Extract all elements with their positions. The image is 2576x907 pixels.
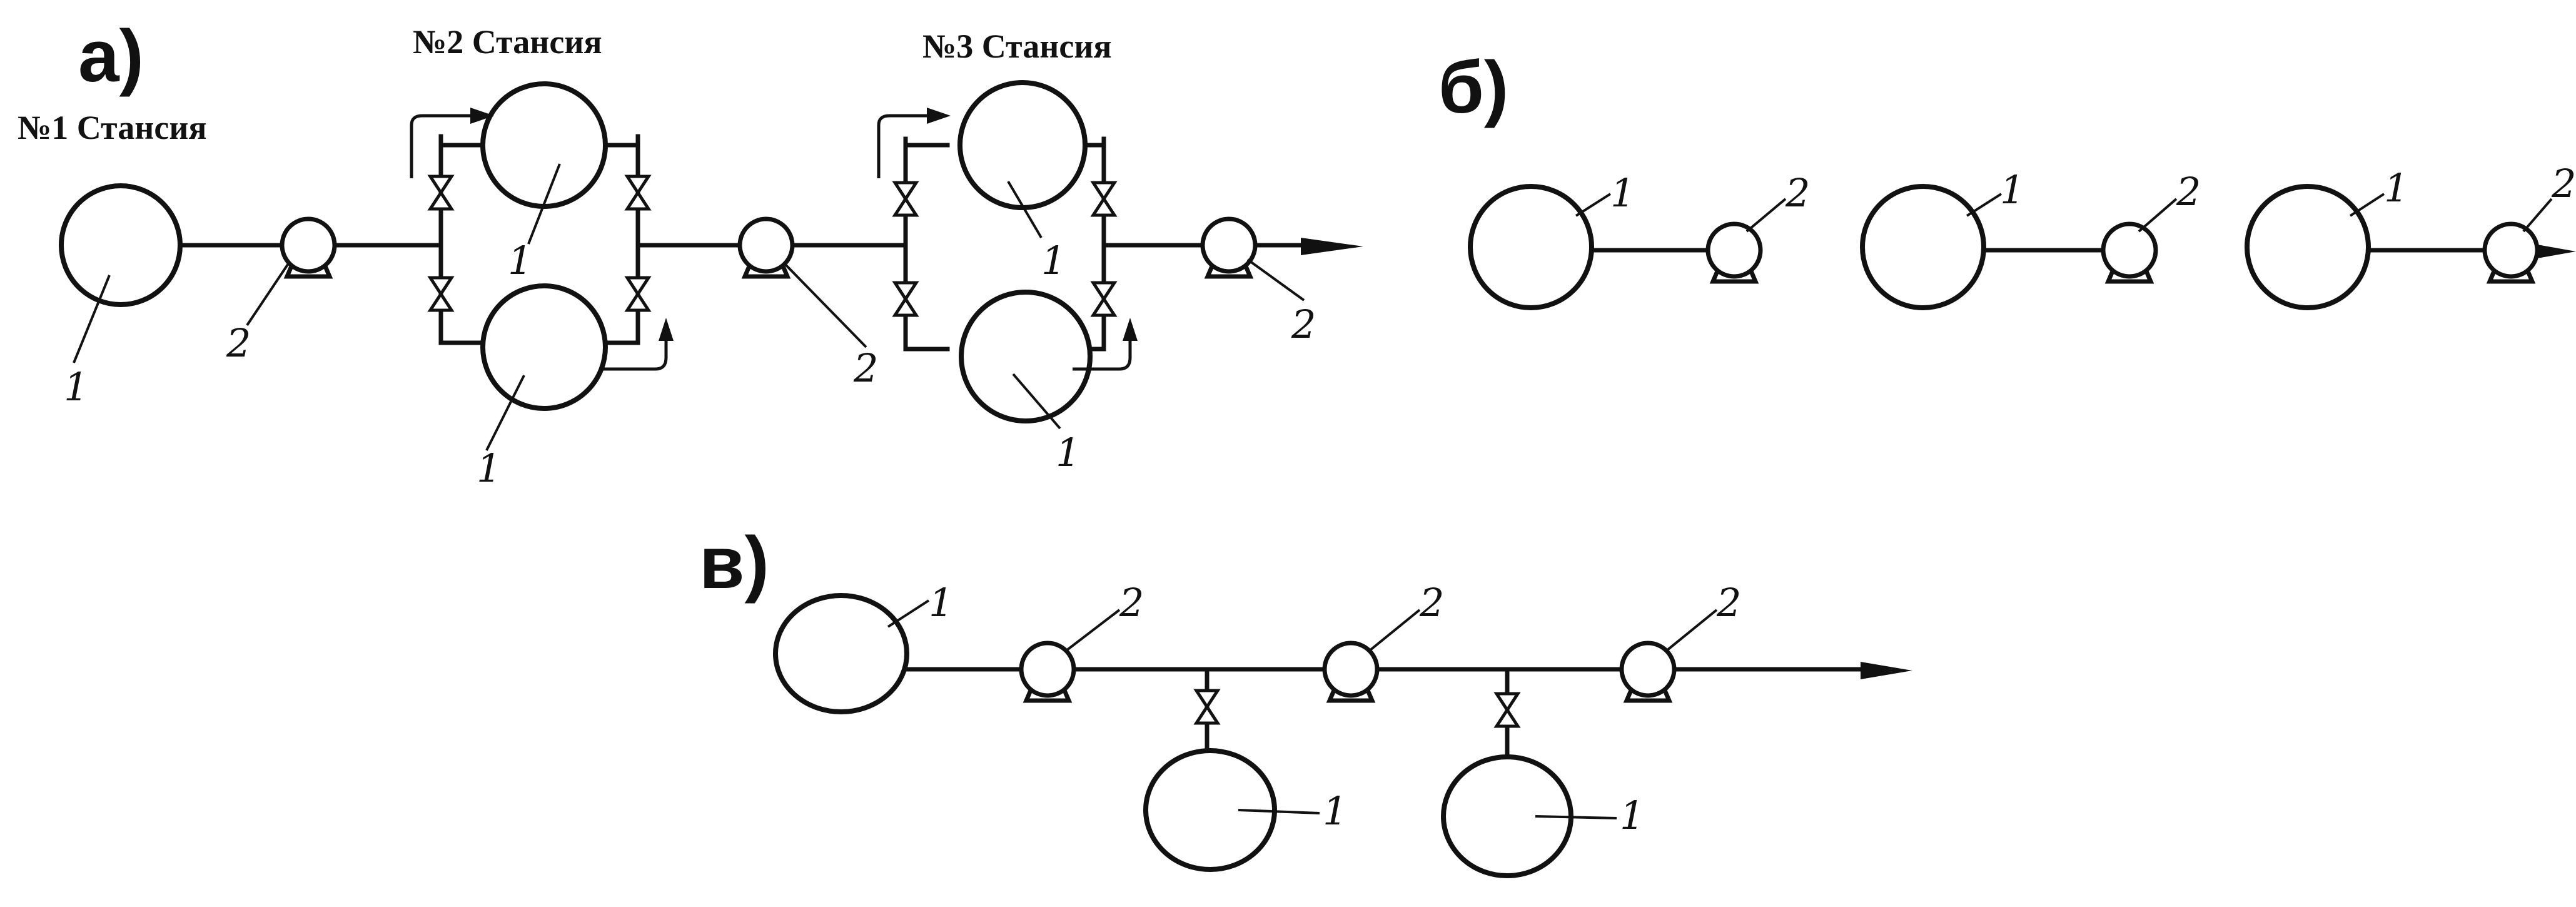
valve-icon	[1093, 283, 1114, 315]
tank-station-3-top	[957, 80, 1088, 210]
callout-pump: 2	[1419, 580, 1444, 626]
callout-pump: 2	[1785, 170, 1810, 216]
tank-station-2-bottom	[480, 283, 608, 411]
flow-arrow	[1301, 238, 1363, 255]
tank-b-2	[1860, 184, 1986, 310]
section-label-v: в)	[699, 522, 769, 604]
station-1-label: №1 Стансия	[18, 109, 207, 146]
callout-pump: 2	[2551, 161, 2576, 206]
callout-pump: 2	[226, 320, 251, 366]
callout-pump: 2	[1716, 580, 1741, 626]
pump-icon	[282, 219, 335, 276]
callout-tank: 1	[1620, 793, 1644, 838]
callout-tank: 1	[2384, 165, 2408, 211]
valve-icon	[1093, 183, 1114, 215]
station-3: 1 1	[877, 80, 1138, 475]
pump-icon	[2103, 224, 2156, 281]
callout-pump: 2	[1119, 580, 1144, 626]
callout-tank: 1	[508, 238, 532, 283]
tank-v-main	[773, 593, 909, 714]
pump-icon	[1021, 643, 1074, 701]
valve-icon	[627, 176, 649, 209]
valve-icon	[895, 283, 916, 315]
callout-tank: 1	[1323, 788, 1347, 834]
scheme-a: а) №1 Стансия №2 Стансия №3 Стансия 1 2	[18, 15, 1363, 491]
scheme-b: б) 1 2 1 2 1 2	[1438, 46, 2576, 310]
callout-tank: 1	[1041, 238, 1066, 283]
valve-icon	[430, 176, 452, 209]
station-2: 1 1	[410, 81, 674, 491]
pump-icon	[740, 219, 792, 276]
callout-tank: 1	[2000, 167, 2024, 213]
section-label-b: б)	[1438, 46, 1508, 129]
tank-b-3	[2245, 184, 2371, 310]
callout-tank: 1	[1610, 170, 1635, 216]
valve-icon	[1196, 691, 1218, 723]
pump-icon	[1708, 224, 1760, 281]
scheme-v: в) 1 2 1 2 1 2	[699, 522, 1912, 878]
callout-tank: 1	[477, 445, 501, 491]
pump-icon	[1325, 643, 1377, 701]
station-2-label: №2 Стансия	[413, 23, 602, 61]
valve-icon	[895, 183, 916, 215]
callout-tank: 1	[929, 580, 953, 626]
tank-station-1	[59, 183, 183, 307]
callout-pump: 2	[2176, 169, 2201, 215]
tank-station-2-top	[480, 81, 608, 209]
station-3-label: №3 Стансия	[922, 28, 1112, 65]
tank-b-1	[1468, 184, 1594, 310]
pump-icon	[1203, 219, 1255, 276]
tank-station-3-bottom	[959, 290, 1093, 423]
valve-icon	[430, 278, 452, 310]
valve-icon	[627, 278, 649, 310]
section-label-a: а)	[78, 15, 144, 98]
pump-icon	[2485, 224, 2537, 281]
callout-pump: 2	[853, 345, 878, 391]
valve-icon	[1497, 694, 1518, 726]
callout-pump: 2	[1291, 301, 1316, 347]
flow-arrow	[1861, 662, 1912, 679]
callout-tank: 1	[64, 364, 88, 410]
tank-v-branch-1	[1143, 748, 1277, 872]
callout-tank: 1	[1056, 430, 1080, 475]
pump-icon	[1622, 643, 1674, 701]
